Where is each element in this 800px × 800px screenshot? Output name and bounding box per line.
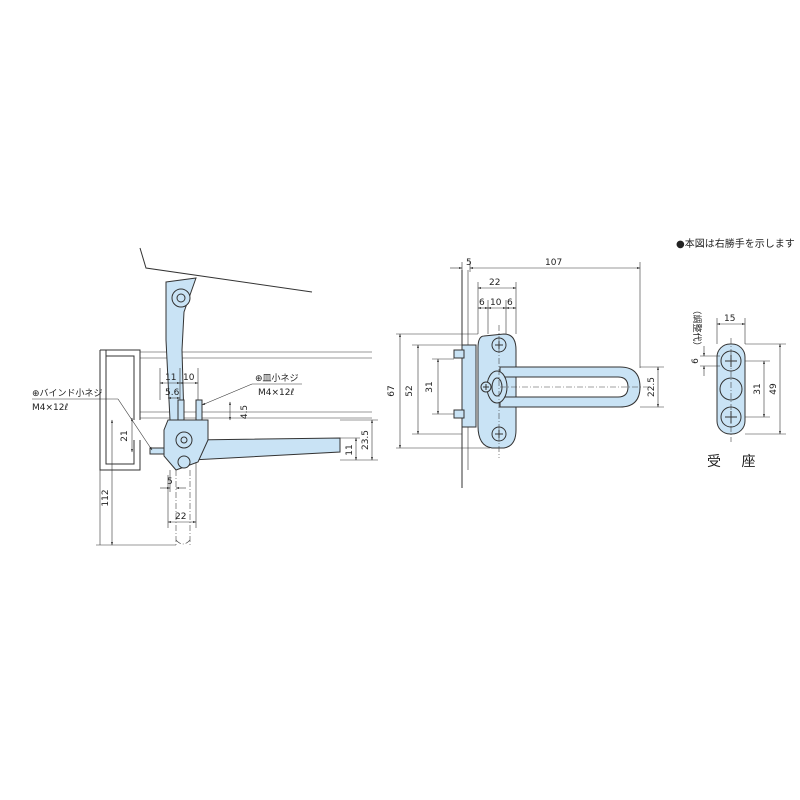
front-dim-10: 10: [490, 298, 502, 308]
dim-5: 5: [167, 477, 173, 487]
receiver-hole: [719, 377, 743, 401]
dim-4-5: 4.5: [240, 405, 250, 419]
dim-11: 11: [165, 373, 176, 383]
callout-binding-screw-size: M4×12ℓ: [32, 403, 68, 413]
dim-11-lower: 11: [345, 444, 355, 455]
front-dim-5: 5: [466, 258, 472, 268]
note-text: ●本図は右勝手を示します: [676, 237, 795, 250]
callout-flat-screw: ⊕皿小ネジ: [255, 373, 299, 384]
front-dim-22: 22: [489, 278, 500, 288]
front-dim-31: 31: [425, 381, 435, 392]
receiver-dim-49: 49: [769, 383, 779, 395]
receiver-dim-15: 15: [724, 314, 735, 324]
callout-flat-screw-size: M4×12ℓ: [258, 388, 294, 398]
receiver-dim-31: 31: [753, 383, 763, 394]
receiver-view: 15 6 （調整代） 31 49 受 座: [691, 305, 786, 470]
dim-112: 112: [101, 489, 111, 506]
front-dim-107: 107: [545, 258, 562, 268]
front-dim-67: 67: [387, 385, 397, 396]
receiver-dim-6: 6: [691, 358, 701, 364]
dim-23-5: 23.5: [361, 430, 371, 450]
receiver-caption: 受 座: [707, 454, 763, 470]
dim-22: 22: [175, 512, 186, 522]
front-dim-22-5: 22.5: [647, 377, 657, 397]
mount-block: [461, 344, 477, 428]
front-view: 5 107 22 6 10 6 67 52 31 22.5: [387, 258, 664, 488]
guard-bar: [191, 437, 341, 461]
dim-21: 21: [120, 430, 130, 441]
dim-10: 10: [183, 373, 195, 383]
callout-binding-screw: ⊕バインド小ネジ: [32, 388, 103, 399]
dim-5-6: 5.6: [165, 388, 180, 398]
guard-arm-link: [165, 277, 197, 421]
front-dim-52: 52: [405, 385, 415, 396]
side-view: ⊕バインド小ネジ M4×12ℓ ⊕皿小ネジ M4×12ℓ 11 10 5.6 4…: [32, 247, 378, 546]
receiver-adjust-label: （調整代）: [691, 305, 703, 350]
door-frame-channel: [99, 349, 141, 471]
front-dim-6b: 6: [507, 298, 513, 308]
door-panel: [139, 247, 313, 293]
front-dim-6a: 6: [479, 298, 485, 308]
